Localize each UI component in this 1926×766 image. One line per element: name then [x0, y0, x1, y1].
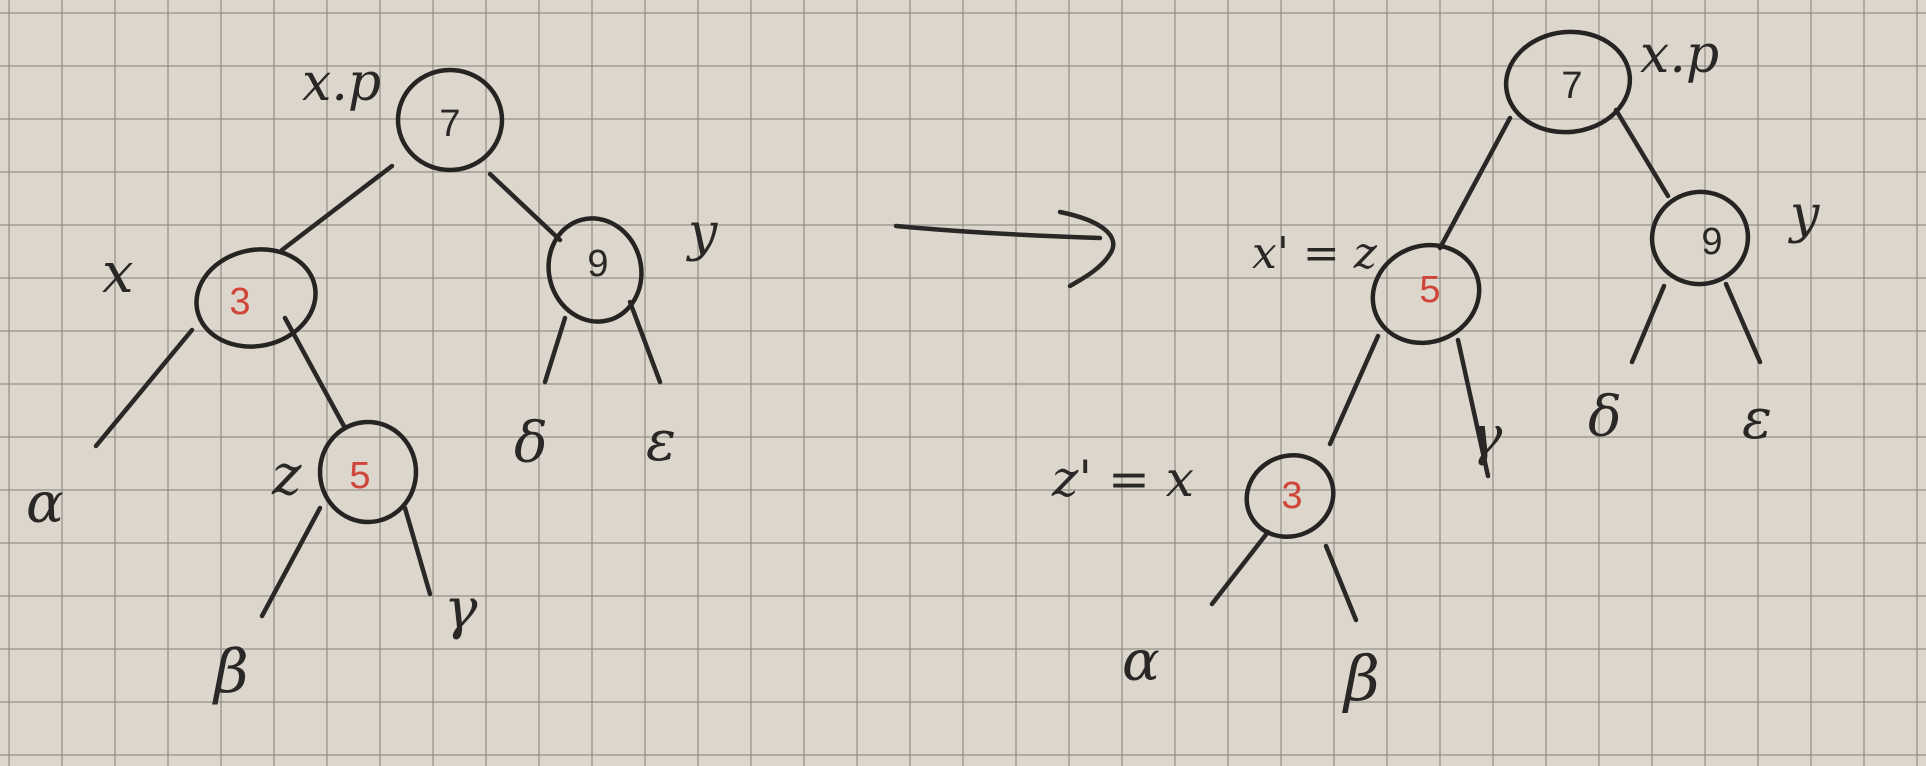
edge-z-beta [259, 505, 323, 619]
subtree-r-gamma: γ [1470, 404, 1503, 467]
arrow-head [1057, 209, 1116, 289]
node-ring-r-bottom [1244, 453, 1336, 539]
node-ring-r-y [1649, 189, 1751, 287]
edge-r-y-delta [1629, 283, 1667, 365]
subtree-r-beta: β [1342, 642, 1380, 715]
node-key-r-bottom: 3 [1281, 475, 1302, 517]
subtree-beta: β [212, 637, 249, 707]
node-ring-y [546, 216, 644, 324]
node-ring-root [395, 67, 505, 173]
label-r-y: y [1788, 185, 1820, 245]
edge-y-epsilon [627, 299, 663, 385]
node-ring-r-root [1503, 29, 1633, 135]
edge-root-x [279, 163, 395, 253]
edge-r-root-y [1613, 107, 1671, 199]
subtree-alpha: α [26, 471, 64, 536]
subtree-gamma: γ [444, 577, 478, 642]
label-root: x.p [302, 53, 381, 113]
label-r-root: x.p [1640, 25, 1719, 85]
edge-r-bottom-alpha [1209, 529, 1271, 607]
node-key-r-root: 7 [1561, 65, 1582, 107]
edge-x-alpha [93, 327, 195, 449]
node-key-root: 7 [439, 103, 460, 145]
edge-x-z [282, 315, 348, 431]
subtree-r-epsilon: ε [1742, 387, 1772, 452]
label-r-top: x' = z [1252, 228, 1378, 279]
subtree-r-delta: δ [1588, 385, 1622, 450]
edge-r-y-epsilon [1723, 281, 1763, 365]
left-tree: 7 3 9 5 x.p x y z α β γ δ ε [26, 53, 718, 707]
subtree-delta: δ [514, 411, 548, 476]
node-ring-z [317, 419, 419, 525]
node-key-x: 3 [229, 281, 250, 323]
node-key-y: 9 [587, 243, 608, 285]
edge-root-y [487, 171, 563, 243]
node-ring-x [194, 247, 318, 349]
edge-y-delta [542, 315, 568, 385]
arrow-shaft [893, 223, 1103, 241]
edge-z-gamma [402, 505, 433, 597]
node-key-r-top: 5 [1419, 269, 1440, 311]
label-x: x [102, 241, 134, 306]
label-r-bottom: z' = x [1051, 450, 1194, 508]
subtree-r-alpha: α [1122, 629, 1160, 694]
edge-r-top-gamma [1455, 337, 1491, 479]
node-key-r-y: 9 [1701, 221, 1722, 263]
subtree-epsilon: ε [646, 409, 676, 474]
node-ring-r-top [1370, 242, 1482, 346]
right-arrow-icon [893, 209, 1116, 289]
label-z: z [271, 443, 302, 508]
edge-r-bottom-beta [1323, 543, 1359, 623]
edge-r-top-bottom [1327, 333, 1381, 447]
label-y: y [686, 203, 718, 263]
edge-r-root-top [1437, 115, 1513, 251]
right-tree: 7 5 9 3 x.p x' = z y z' = x α β γ δ ε [1051, 25, 1820, 715]
node-key-z: 5 [349, 455, 370, 497]
